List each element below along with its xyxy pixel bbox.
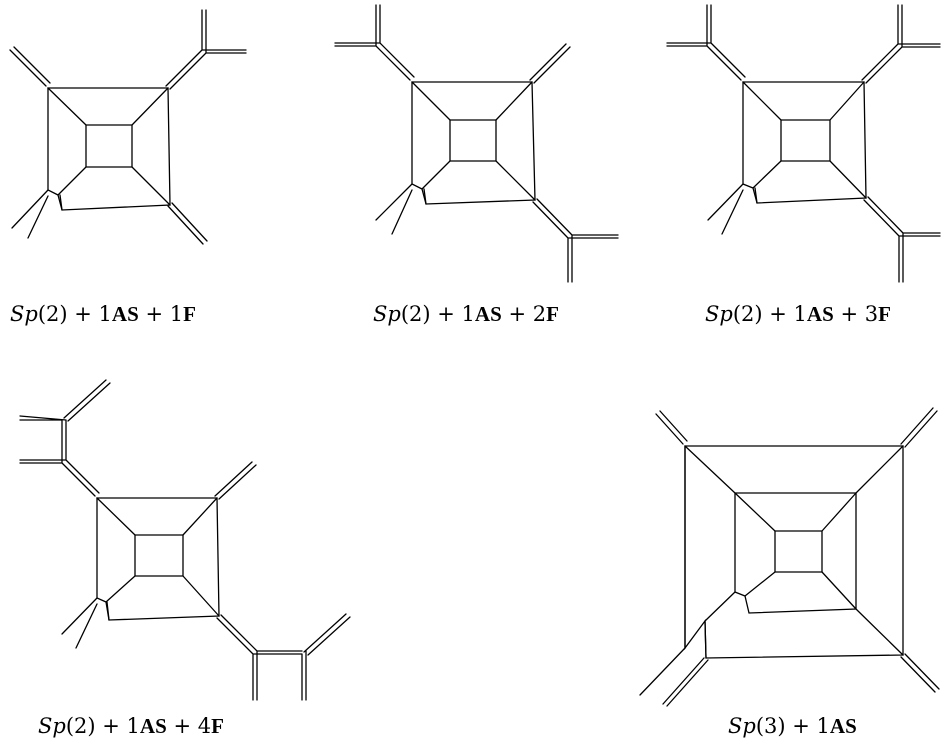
- caption-as: AS: [806, 302, 834, 326]
- external-legs: [639, 407, 940, 707]
- external-legs: [666, 4, 941, 283]
- caption-sp2-1as-1f: Sp(2) + 1AS + 1F: [10, 302, 196, 327]
- caption-f: F: [546, 302, 559, 326]
- caption-rank: (2): [732, 302, 763, 326]
- caption-group: Sp: [728, 714, 756, 738]
- caption-sp3-1as: Sp(3) + 1AS: [728, 714, 857, 739]
- caption-f: F: [878, 302, 891, 326]
- brane-web-sp2-1as-4f: [19, 379, 351, 701]
- brane-web-sp2-1as-3f: [666, 4, 941, 283]
- caption-plus: + 1: [95, 714, 140, 738]
- caption-plus: + 1: [785, 714, 830, 738]
- spokes: [684, 445, 904, 659]
- caption-f: F: [183, 302, 196, 326]
- caption-as: AS: [111, 302, 139, 326]
- brane-web-sp2-1as-1f: [9, 9, 247, 245]
- caption-sp2-1as-4f: Sp(2) + 1AS + 4F: [38, 714, 224, 739]
- spokes: [47, 87, 171, 206]
- caption-as: AS: [474, 302, 502, 326]
- caption-rank: (2): [65, 714, 96, 738]
- caption-rank: (3): [755, 714, 786, 738]
- caption-group: Sp: [373, 302, 401, 326]
- external-legs: [334, 4, 619, 283]
- inner-face: [449, 119, 497, 162]
- external-legs: [9, 9, 247, 245]
- caption-plus: + 4: [166, 714, 212, 738]
- caption-plus: + 1: [762, 302, 807, 326]
- spokes: [411, 81, 536, 201]
- caption-plus: + 1: [430, 302, 475, 326]
- inner-face: [774, 530, 823, 573]
- brane-web-sp3-1as: [639, 407, 940, 707]
- caption-as: AS: [139, 714, 167, 738]
- caption-rank: (2): [400, 302, 431, 326]
- caption-plus: + 1: [67, 302, 112, 326]
- caption-rank: (2): [37, 302, 68, 326]
- inner-face: [85, 124, 133, 168]
- caption-sp2-1as-3f: Sp(2) + 1AS + 3F: [705, 302, 891, 327]
- spokes: [96, 497, 220, 617]
- caption-plus: + 1: [138, 302, 184, 326]
- caption-group: Sp: [38, 714, 66, 738]
- caption-group: Sp: [705, 302, 733, 326]
- inner-face: [134, 534, 184, 577]
- caption-sp2-1as-2f: Sp(2) + 1AS + 2F: [373, 302, 559, 327]
- external-legs: [19, 379, 351, 701]
- caption-as: AS: [829, 714, 857, 738]
- caption-plus: + 2: [501, 302, 547, 326]
- caption-plus: + 3: [833, 302, 879, 326]
- caption-group: Sp: [10, 302, 38, 326]
- brane-web-sp2-1as-2f: [334, 4, 619, 283]
- inner-face: [780, 119, 831, 162]
- spokes: [742, 81, 867, 199]
- caption-f: F: [211, 714, 224, 738]
